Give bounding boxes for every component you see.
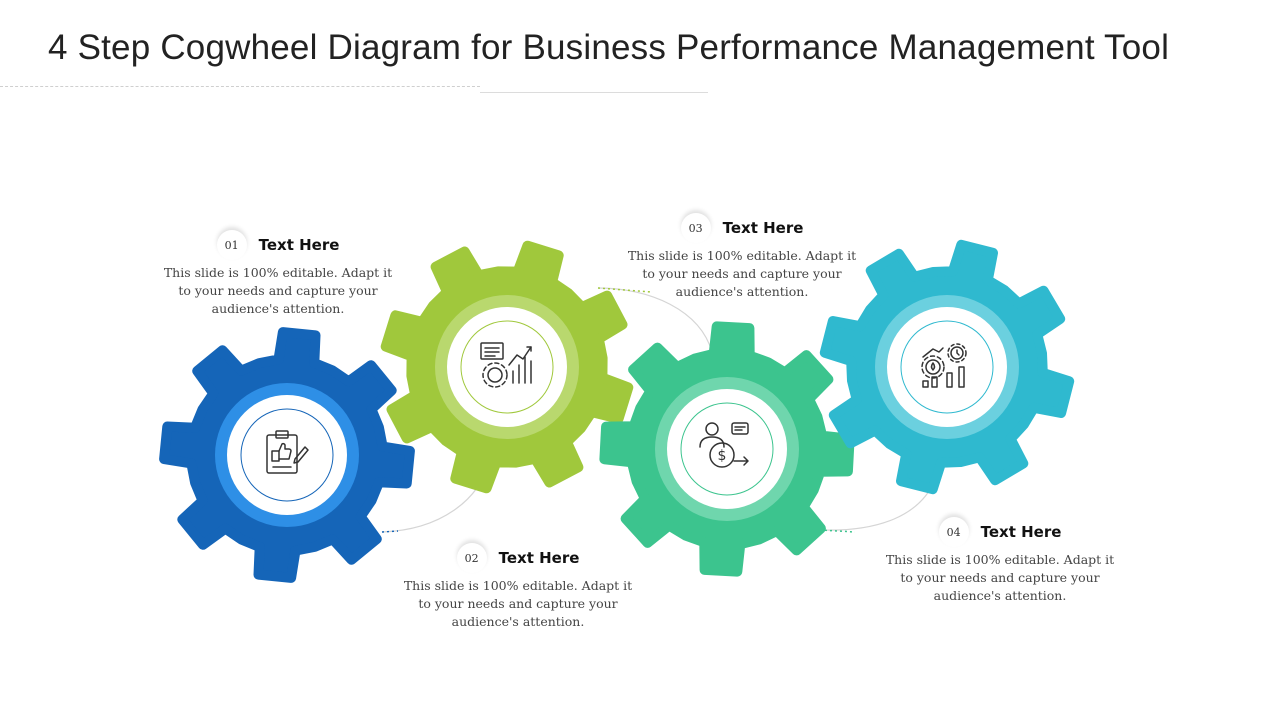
clipboard-thumbs-up-icon — [266, 430, 309, 474]
gear-2 — [380, 240, 634, 494]
step-description: This slide is 100% editable. Adapt it to… — [627, 248, 857, 299]
businessman-dollar-icon: $ — [699, 422, 749, 468]
step-number-badge: 01 — [216, 230, 247, 260]
gear-3 — [599, 321, 855, 577]
gear-center — [227, 395, 347, 515]
gear-inner-outline — [680, 402, 774, 496]
step-2: 02 Text Here This slide is 100% editable… — [398, 543, 638, 631]
step-title: Text Here — [498, 549, 580, 567]
gear-1 — [159, 327, 415, 583]
gear-center — [887, 307, 1007, 427]
gear-growth-chart-icon — [480, 342, 532, 388]
gear-inner-outline — [460, 320, 554, 414]
connector-line-3-dots — [597, 287, 653, 293]
step-description: This slide is 100% editable. Adapt it to… — [403, 578, 633, 629]
title-divider-solid — [480, 92, 708, 93]
step-description: This slide is 100% editable. Adapt it to… — [885, 552, 1115, 603]
gear-inner-outline — [240, 408, 334, 502]
step-number-badge: 03 — [680, 213, 711, 243]
step-title: Text Here — [980, 523, 1062, 541]
gear-center — [667, 389, 787, 509]
gear-center — [447, 307, 567, 427]
step-title: Text Here — [722, 219, 804, 237]
gear-inner-outline — [900, 320, 994, 414]
page-title: 4 Step Cogwheel Diagram for Business Per… — [48, 28, 1170, 67]
svg-text:$: $ — [718, 448, 727, 464]
step-title: Text Here — [258, 236, 340, 254]
step-number-badge: 04 — [938, 517, 969, 547]
gears-bar-chart-icon — [921, 343, 967, 388]
connector-line-4-dots — [819, 529, 856, 533]
step-description: This slide is 100% editable. Adapt it to… — [163, 265, 393, 316]
connector-line-3 — [597, 287, 713, 353]
gear-4 — [819, 239, 1075, 495]
step-3: 03 Text Here This slide is 100% editable… — [622, 213, 862, 301]
step-1: 01 Text Here This slide is 100% editable… — [158, 230, 398, 318]
step-number-badge: 02 — [456, 543, 487, 573]
title-divider — [0, 86, 480, 87]
step-4: 04 Text Here This slide is 100% editable… — [880, 517, 1120, 605]
